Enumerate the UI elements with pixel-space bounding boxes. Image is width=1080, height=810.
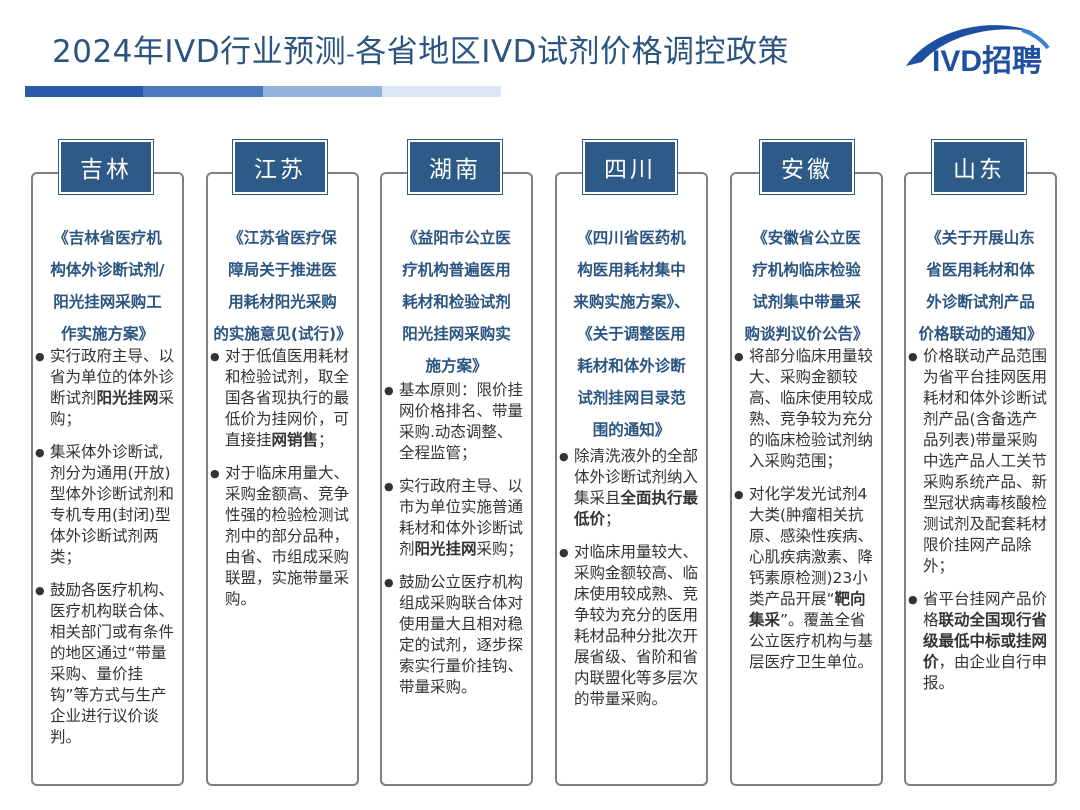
logo-swoosh-icon bbox=[906, 25, 1050, 66]
bullet-text: 价格联动产品范围为省平台挂网医用耗材和体外诊断试剂产品(含备选产品列表)带量采购… bbox=[923, 347, 1048, 575]
bullet-text: 对于临床用量大、采购金额高、竞争性强的检验检测试剂中的部分品种，由省、市组成采购… bbox=[225, 464, 350, 608]
policy-bullet-list: 将部分临床用量较大、采购金额较高、临床使用较成熟、竞争较为充分的临床检验试剂纳入… bbox=[732, 346, 881, 685]
highlight-text: 网销售 bbox=[271, 431, 319, 449]
bullet-text: 集采体外诊断试,剂分为通用(开放)型体外诊断试剂和专机专用(封闭)型体外诊断试剂… bbox=[50, 443, 175, 566]
bullet-text: 采购； bbox=[476, 540, 524, 558]
bullet-text: 采购； bbox=[50, 389, 175, 428]
title-underline-segment bbox=[382, 86, 501, 97]
highlight-text: 阳光挂网 bbox=[96, 389, 159, 407]
policy-bullet-list: 价格联动产品范围为省平台挂网医用耗材和体外诊断试剂产品(含备选产品列表)带量采购… bbox=[906, 346, 1055, 706]
policy-bullet: 对临床用量较大、采购金额较高、临床使用较成熟、竞争较为充分的医用耗材品种分批次开… bbox=[557, 542, 706, 710]
province-header: 江苏 bbox=[233, 140, 327, 194]
bullet-text: 省平台挂网产品价格 bbox=[923, 590, 1048, 629]
province-panel: 《益阳市公立医疗机构普遍医用耗材和检验试剂阳光挂网采购实施方案》基本原则：限价挂… bbox=[380, 172, 533, 786]
province-header: 湖南 bbox=[408, 140, 502, 194]
logo-text: IVD招聘 bbox=[932, 45, 1043, 78]
page-title: 2024年IVD行业预测-各省地区IVD试剂价格调控政策 bbox=[52, 26, 789, 71]
bullet-text: 鼓励公立医疗机构组成采购联合体对使用量大且相对稳定的试剂，逐步探索实行量价挂钩、… bbox=[399, 573, 524, 696]
bullet-text: 除清洗液外的全部体外诊断试剂纳入集采且 bbox=[574, 447, 699, 507]
policy-document-title: 《吉林省医疗机构体外诊断试剂/阳光挂网采购工作实施方案》 bbox=[50, 229, 165, 343]
title-main: 2024年IVD行业预测 bbox=[52, 34, 347, 70]
title-separator: - bbox=[346, 40, 356, 68]
policy-bullet: 实行政府主导、以市为单位实施普通耗材和体外诊断试剂阳光挂网采购； bbox=[382, 476, 531, 560]
bullet-text: 对于低值医用耗材和检验试剂，取全国各省现执行的最低价为挂网价，可直接挂 bbox=[225, 347, 350, 449]
policy-bullet: 集采体外诊断试,剂分为通用(开放)型体外诊断试剂和专机专用(封闭)型体外诊断试剂… bbox=[33, 442, 182, 568]
province-panel: 《江苏省医疗保障局关于推进医用耗材阳光采购的实施意见(试行)》对于低值医用耗材和… bbox=[206, 172, 359, 786]
highlight-text: 联动全国现行省级最低中标或挂网价 bbox=[923, 611, 1048, 671]
province-header: 山东 bbox=[932, 140, 1026, 194]
policy-document-title: 《江苏省医疗保障局关于推进医用耗材阳光采购的实施意见(试行)》 bbox=[213, 229, 352, 343]
province-panel: 《吉林省医疗机构体外诊断试剂/阳光挂网采购工作实施方案》实行政府主导、以省为单位… bbox=[31, 172, 184, 786]
policy-bullet: 对于低值医用耗材和检验试剂，取全国各省现执行的最低价为挂网价，可直接挂网销售； bbox=[208, 346, 357, 451]
province-header: 吉林 bbox=[59, 140, 153, 194]
policy-bullet-list: 对于低值医用耗材和检验试剂，取全国各省现执行的最低价为挂网价，可直接挂网销售；对… bbox=[208, 346, 357, 622]
policy-document-title: 《四川省医药机构医用耗材集中来购实施方案》、《关于调整医用耗材和体外诊断试剂挂网… bbox=[573, 229, 690, 439]
policy-bullet-list: 基本原则：限价挂网价格排名、带量采购.动态调整、全程监管； 实行政府主导、以市为单… bbox=[382, 380, 531, 710]
policy-bullet: 实行政府主导、以省为单位的体外诊断试剂阳光挂网采购； bbox=[33, 346, 182, 430]
highlight-text: 靶向集采 bbox=[749, 590, 866, 629]
policy-bullet-list: 实行政府主导、以省为单位的体外诊断试剂阳光挂网采购； 集采体外诊断试,剂分为通用(… bbox=[33, 346, 182, 760]
province-panel: 《关于开展山东省医用耗材和体外诊断试剂产品价格联动的通知》价格联动产品范围为省平… bbox=[904, 172, 1057, 786]
policy-bullet: 对化学发光试剂4大类(肿瘤相关抗原、感染性疾病、心肌疾病激素、降钙素原检测)23… bbox=[732, 484, 881, 673]
highlight-text: 阳光挂网 bbox=[414, 540, 477, 558]
policy-document-title: 《安徽省公立医疗机构临床检验试剂集中带量采购谈判议价公告》 bbox=[744, 229, 869, 343]
title-underline-segment bbox=[25, 86, 143, 97]
policy-bullet: 将部分临床用量较大、采购金额较高、临床使用较成熟、竞争较为充分的临床检验试剂纳入… bbox=[732, 346, 881, 472]
policy-document-title: 《关于开展山东省医用耗材和体外诊断试剂产品价格联动的通知》 bbox=[918, 229, 1043, 343]
bullet-text: ”。覆盖全省公立医疗机构与基层医疗卫生单位。 bbox=[749, 611, 874, 671]
policy-bullet: 鼓励公立医疗机构组成采购联合体对使用量大且相对稳定的试剂，逐步探索实行量价挂钩、… bbox=[382, 572, 531, 698]
bullet-text: 对临床用量较大、采购金额较高、临床使用较成熟、竞争较为充分的医用耗材品种分批次开… bbox=[574, 543, 699, 708]
policy-bullet-list: 除清洗液外的全部体外诊断试剂纳入集采且全面执行最低价； 对临床用量较大、采购金额较… bbox=[557, 446, 706, 722]
logo: IVD招聘 bbox=[902, 18, 1062, 78]
province-panel: 《四川省医药机构医用耗材集中来购实施方案》、《关于调整医用耗材和体外诊断试剂挂网… bbox=[555, 172, 708, 786]
policy-bullet: 除清洗液外的全部体外诊断试剂纳入集采且全面执行最低价； bbox=[557, 446, 706, 530]
policy-bullet: 对于临床用量大、采购金额高、竞争性强的检验检测试剂中的部分品种，由省、市组成采购… bbox=[208, 463, 357, 610]
bullet-text: 将部分临床用量较大、采购金额较高、临床使用较成熟、竞争较为充分的临床检验试剂纳入… bbox=[749, 347, 874, 470]
policy-bullet: 省平台挂网产品价格联动全国现行省级最低中标或挂网价，由企业自行申报。 bbox=[906, 589, 1055, 694]
title-underline bbox=[25, 86, 501, 97]
policy-bullet: 鼓励各医疗机构、医疗机构联合体、相关部门或有条件的地区通过“带量采购、量价挂钩”… bbox=[33, 580, 182, 748]
bullet-text: 对化学发光试剂4大类(肿瘤相关抗原、感染性疾病、心肌疾病激素、降钙素原检测)23… bbox=[749, 485, 874, 608]
title-sub: 各省地区IVD试剂价格调控政策 bbox=[355, 34, 790, 70]
highlight-text: 全面执行最低价 bbox=[574, 489, 699, 528]
policy-bullet: 价格联动产品范围为省平台挂网医用耗材和体外诊断试剂产品(含备选产品列表)带量采购… bbox=[906, 346, 1055, 577]
bullet-text: ； bbox=[605, 510, 621, 528]
bullet-text: ，由企业自行申报。 bbox=[923, 653, 1048, 692]
province-header: 四川 bbox=[583, 140, 677, 194]
bullet-text: 鼓励各医疗机构、医疗机构联合体、相关部门或有条件的地区通过“带量采购、量价挂钩”… bbox=[50, 581, 175, 746]
policy-bullet: 基本原则：限价挂网价格排名、带量采购.动态调整、全程监管； bbox=[382, 380, 531, 464]
title-underline-segment bbox=[263, 86, 382, 97]
bullet-text: 基本原则：限价挂网价格排名、带量采购.动态调整、全程监管； bbox=[399, 381, 524, 462]
bullet-text: ； bbox=[318, 431, 334, 449]
title-underline-segment bbox=[143, 86, 263, 97]
province-panel: 《安徽省公立医疗机构临床检验试剂集中带量采购谈判议价公告》将部分临床用量较大、采… bbox=[730, 172, 883, 786]
province-header: 安徽 bbox=[760, 140, 854, 194]
bullet-text: 实行政府主导、以市为单位实施普通耗材和体外诊断试剂 bbox=[399, 477, 524, 558]
bullet-text: 实行政府主导、以省为单位的体外诊断试剂 bbox=[50, 347, 175, 407]
policy-document-title: 《益阳市公立医疗机构普遍医用耗材和检验试剂阳光挂网采购实施方案》 bbox=[402, 229, 511, 375]
